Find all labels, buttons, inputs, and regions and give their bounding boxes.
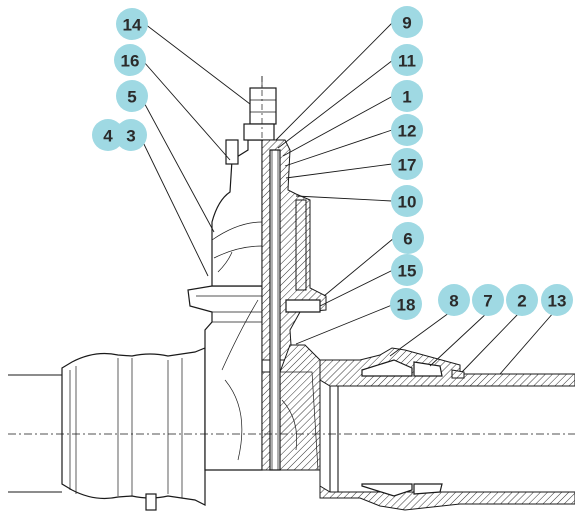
callout-14: 14: [116, 8, 148, 40]
svg-text:5: 5: [127, 88, 136, 107]
svg-text:9: 9: [402, 14, 411, 33]
callout-12: 12: [391, 114, 423, 146]
valve-body-exterior: [187, 285, 263, 471]
callout-7: 7: [472, 284, 504, 316]
left-socket-coupling: [61, 347, 206, 511]
callout-3: 3: [115, 119, 147, 151]
svg-text:16: 16: [121, 52, 140, 71]
svg-text:12: 12: [398, 122, 417, 141]
svg-text:15: 15: [398, 262, 417, 281]
svg-text:14: 14: [123, 16, 142, 35]
svg-text:18: 18: [397, 296, 416, 315]
svg-text:2: 2: [517, 292, 526, 311]
svg-text:13: 13: [548, 292, 567, 311]
gate-wedge: [280, 371, 319, 471]
svg-text:11: 11: [398, 52, 416, 71]
callout-11: 11: [391, 44, 423, 76]
callout-5: 5: [116, 80, 148, 112]
callout-2: 2: [506, 284, 538, 316]
callout-15: 15: [391, 254, 423, 286]
svg-text:10: 10: [398, 193, 417, 212]
svg-text:1: 1: [402, 88, 411, 107]
callout-6: 6: [392, 222, 424, 254]
callout-18: 18: [390, 288, 422, 320]
callout-4: 4: [92, 119, 124, 151]
callout-8: 8: [438, 284, 470, 316]
callout-1: 1: [391, 80, 423, 112]
svg-text:17: 17: [398, 156, 417, 175]
right-pipe-section: [319, 347, 575, 511]
valve-body-section: [261, 139, 327, 471]
callout-13: 13: [541, 284, 573, 316]
callout-17: 17: [391, 148, 423, 180]
svg-text:6: 6: [403, 230, 412, 249]
callout-10: 10: [391, 185, 423, 217]
svg-text:7: 7: [483, 292, 492, 311]
svg-text:8: 8: [449, 292, 458, 311]
callout-9: 9: [391, 6, 423, 38]
leader-lines: [139, 21, 555, 375]
stem-cap: [243, 76, 277, 141]
svg-text:4: 4: [103, 127, 113, 146]
callout-16: 16: [114, 44, 146, 76]
svg-text:3: 3: [126, 127, 135, 146]
left-pipe: [8, 374, 62, 493]
bonnet-exterior: [211, 139, 263, 287]
